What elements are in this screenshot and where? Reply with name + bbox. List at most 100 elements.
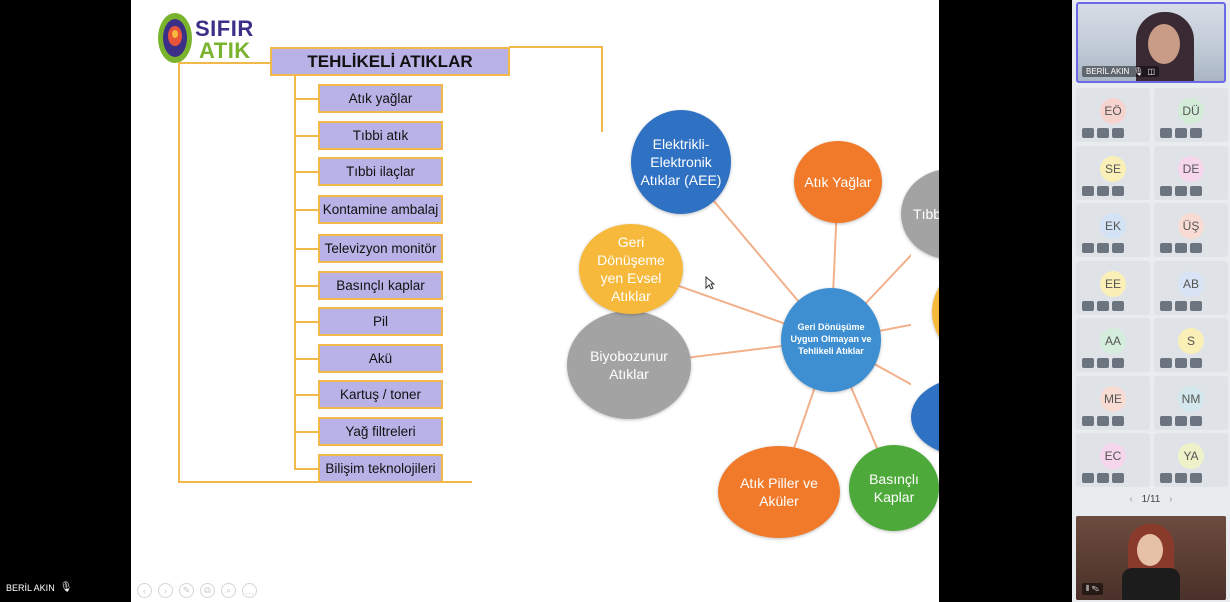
participant-avatar: AA bbox=[1100, 328, 1126, 354]
tree-branch-line bbox=[294, 171, 319, 173]
tree-branch-line bbox=[294, 248, 319, 250]
frame-top-line bbox=[509, 46, 603, 48]
speaker-video-body bbox=[1122, 568, 1180, 600]
participant-status-icons bbox=[1082, 473, 1124, 483]
hazardous-waste-item: Televizyon monitör bbox=[318, 234, 443, 263]
tree-branch-line bbox=[294, 321, 319, 323]
pen-icon[interactable]: ✎ bbox=[179, 583, 194, 598]
participant-status-icons bbox=[1082, 415, 1124, 426]
mic-off-icon bbox=[1190, 473, 1202, 483]
participant-status-icons bbox=[1160, 358, 1202, 368]
next-page-icon[interactable]: › bbox=[1169, 494, 1173, 505]
participant-tile[interactable]: ÜŞ bbox=[1154, 203, 1228, 257]
hand-icon bbox=[1082, 128, 1094, 138]
participant-status-icons bbox=[1160, 300, 1202, 311]
mic-off-icon bbox=[1190, 415, 1202, 426]
hazardous-waste-item: Tıbbi atık bbox=[318, 121, 443, 150]
next-slide-icon[interactable]: › bbox=[158, 583, 173, 598]
participant-tile[interactable]: DÜ bbox=[1154, 88, 1228, 142]
frame-left-line bbox=[178, 62, 180, 482]
participant-tile[interactable]: YA bbox=[1154, 433, 1228, 487]
tree-branch-line bbox=[294, 431, 319, 433]
participant-tile[interactable]: AA bbox=[1076, 318, 1150, 372]
participant-tile[interactable]: SE bbox=[1076, 145, 1150, 200]
speaker-video-face bbox=[1137, 534, 1163, 566]
waste-category-node: Flüoresan Lambalar bbox=[932, 265, 939, 359]
participant-pager: ‹ 1/11 › bbox=[1072, 494, 1230, 505]
prev-slide-icon[interactable]: ‹ bbox=[137, 583, 152, 598]
hazardous-waste-item: Pil bbox=[318, 307, 443, 336]
tree-branch-line bbox=[294, 285, 319, 287]
tree-branch-line bbox=[294, 209, 319, 211]
prev-page-icon[interactable]: ‹ bbox=[1129, 494, 1133, 505]
camera-off-icon bbox=[1175, 358, 1187, 368]
more-icon[interactable]: … bbox=[242, 583, 257, 598]
camera-off-icon bbox=[1097, 185, 1109, 196]
participant-avatar: DÜ bbox=[1178, 98, 1204, 124]
mic-off-icon bbox=[1112, 300, 1124, 311]
camera-off-icon bbox=[1097, 243, 1109, 253]
participant-status-icons bbox=[1160, 243, 1202, 253]
zoom-icon[interactable]: ⌕ bbox=[221, 583, 236, 598]
participant-tile[interactable]: EE bbox=[1076, 260, 1150, 315]
participant-status-icons bbox=[1160, 185, 1202, 196]
logo-text-sifir: SIFIR bbox=[195, 16, 254, 41]
sifir-atik-logo: SIFIR ATIK bbox=[155, 10, 253, 70]
self-video-face bbox=[1148, 24, 1180, 64]
participant-tile[interactable]: EK bbox=[1076, 203, 1150, 257]
participant-avatar: NM bbox=[1178, 385, 1204, 412]
page-indicator: 1/11 bbox=[1141, 494, 1161, 505]
hazardous-waste-item: Kontamine ambalaj bbox=[318, 195, 443, 224]
hand-icon bbox=[1082, 243, 1094, 253]
participant-status-icons bbox=[1082, 358, 1124, 368]
hazardous-waste-item: Bilişim teknolojileri bbox=[318, 454, 443, 483]
camera-off-icon bbox=[1097, 358, 1109, 368]
mic-off-icon bbox=[1112, 415, 1124, 426]
participant-avatar: DE bbox=[1178, 155, 1204, 182]
hazardous-waste-item: Basınçlı kaplar bbox=[318, 271, 443, 300]
participant-status-icons bbox=[1082, 185, 1124, 196]
participant-avatar: AB bbox=[1178, 270, 1204, 297]
participant-tile[interactable]: EC bbox=[1076, 433, 1150, 487]
connection-stats-icon: ⦀ ✎ bbox=[1082, 583, 1104, 595]
speaker-video-tile[interactable]: ⦀ ✎ bbox=[1076, 516, 1226, 600]
participant-avatar: ME bbox=[1100, 385, 1126, 412]
participant-tile[interactable]: AB bbox=[1154, 260, 1228, 315]
camera-off-icon bbox=[1175, 300, 1187, 311]
participant-tile[interactable]: DE bbox=[1154, 145, 1228, 200]
mic-off-icon bbox=[1190, 128, 1202, 138]
diagram-center-node: Geri Dönüşüme Uygun Olmayan ve Tehlikeli… bbox=[781, 288, 881, 392]
self-video-tile[interactable]: BERİL AKIN 🎙︎ ◫ bbox=[1076, 2, 1226, 83]
camera-off-icon bbox=[1175, 128, 1187, 138]
hand-icon bbox=[1082, 415, 1094, 426]
mic-off-icon: 🎙︎ bbox=[59, 582, 73, 593]
waste-category-node: Basınçlı Kaplar bbox=[849, 445, 939, 531]
tree-branch-line bbox=[294, 135, 319, 137]
hazardous-waste-item: Akü bbox=[318, 344, 443, 373]
mic-off-icon bbox=[1190, 185, 1202, 196]
participant-tile[interactable]: EÖ bbox=[1076, 88, 1150, 142]
self-video-name-tag: BERİL AKIN 🎙︎ ◫ bbox=[1082, 66, 1159, 77]
frame-left-top-connector bbox=[178, 62, 272, 64]
hand-icon bbox=[1160, 185, 1172, 196]
self-video-name: BERİL AKIN bbox=[1086, 67, 1130, 76]
slide-toolbar: ‹ › ✎ ⧉ ⌕ … bbox=[137, 583, 257, 598]
participant-status-icons bbox=[1160, 128, 1202, 138]
waste-category-node: Atık Piller ve Aküler bbox=[718, 446, 840, 538]
copy-icon[interactable]: ⧉ bbox=[200, 583, 215, 598]
hand-icon bbox=[1082, 185, 1094, 196]
participant-tile[interactable]: NM bbox=[1154, 375, 1228, 430]
participant-tile[interactable]: S bbox=[1154, 318, 1228, 372]
participant-avatar: EÖ bbox=[1100, 98, 1126, 124]
presenter-name-tag: BERİL AKIN 🎙︎ bbox=[6, 582, 72, 593]
hazardous-waste-item: Atık yağlar bbox=[318, 84, 443, 113]
participant-status-icons bbox=[1082, 243, 1124, 253]
hand-icon bbox=[1082, 300, 1094, 311]
participant-tile[interactable]: ME bbox=[1076, 375, 1150, 430]
waste-category-node: Kartuş ve Tonerler bbox=[911, 377, 939, 457]
camera-off-icon bbox=[1097, 415, 1109, 426]
waste-category-node: Biyobozunur Atıklar bbox=[567, 311, 691, 419]
waste-cycle-diagram: Atık YağlarTıbbi AtıklarFlüoresan Lambal… bbox=[491, 110, 939, 550]
mic-off-icon bbox=[1112, 128, 1124, 138]
